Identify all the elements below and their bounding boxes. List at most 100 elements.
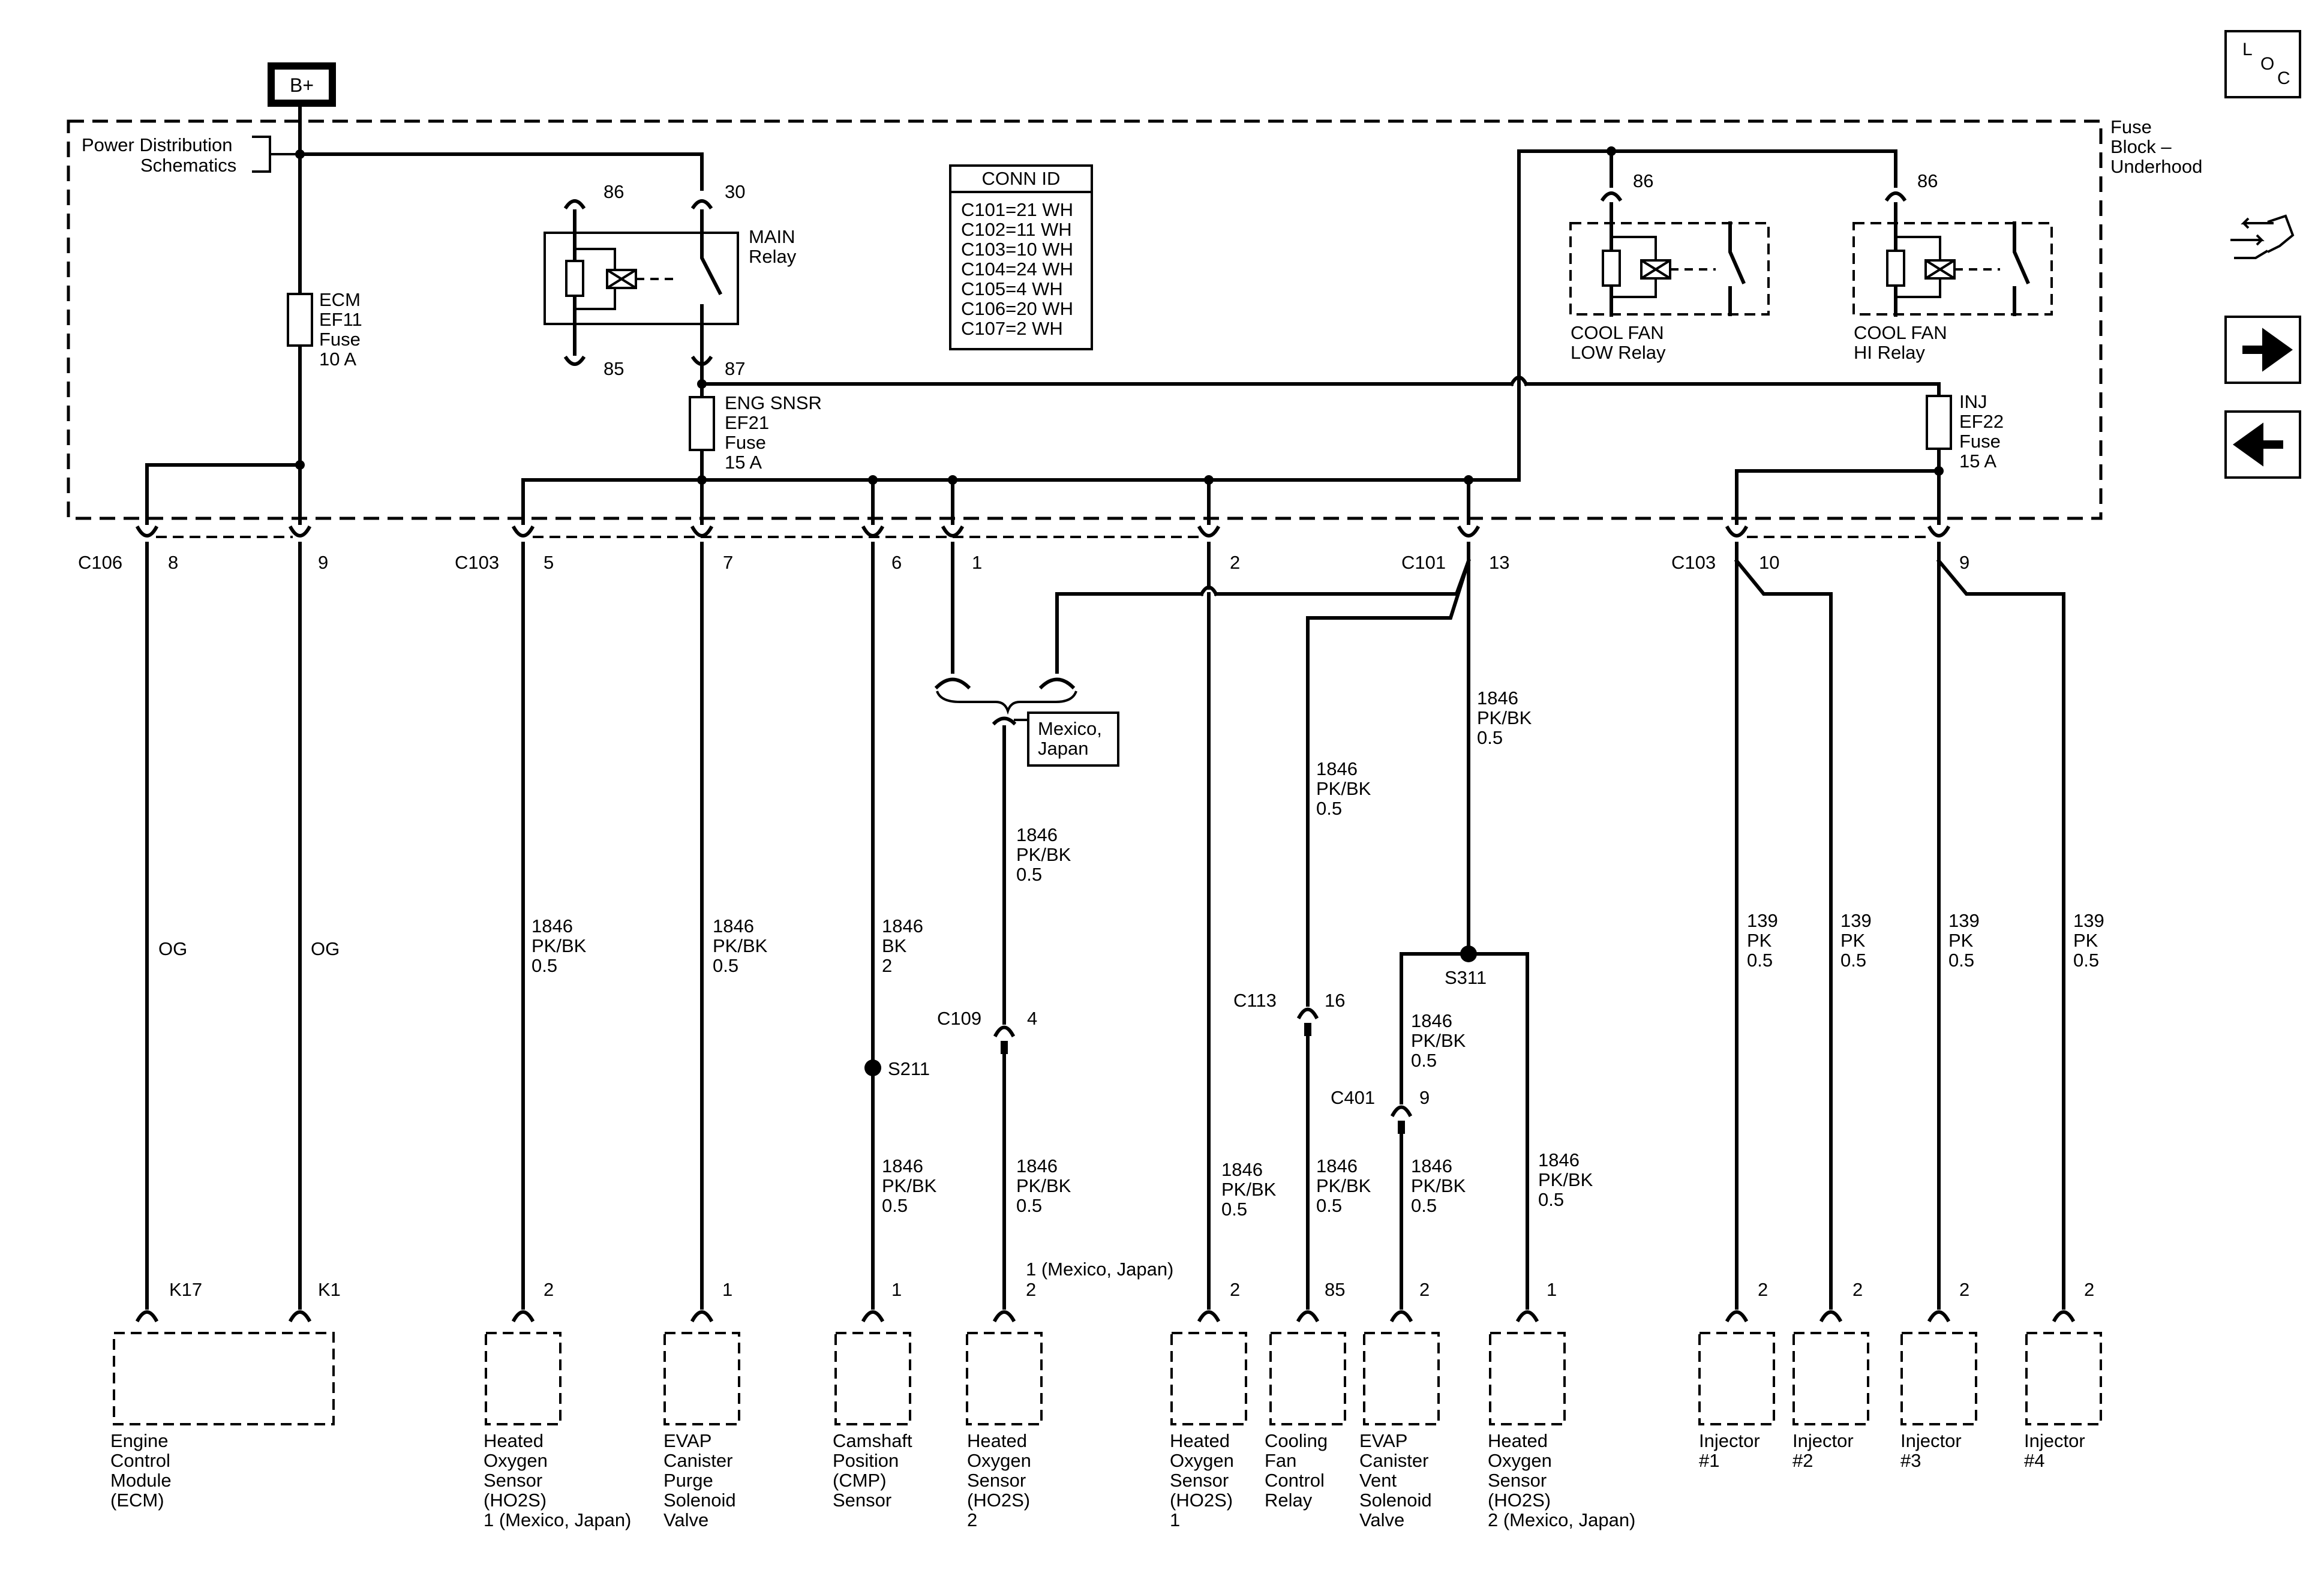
svg-text:Injector: Injector	[1699, 1430, 1760, 1451]
svg-text:#3: #3	[1900, 1450, 1921, 1471]
svg-text:2: 2	[1419, 1279, 1430, 1300]
cool-fan-low-relay: 86 COOL FAN LOW Relay	[1569, 170, 1770, 363]
svg-text:C107=2 WH: C107=2 WH	[961, 318, 1063, 339]
svg-text:C113: C113	[1233, 990, 1277, 1011]
svg-text:1846: 1846	[882, 915, 923, 936]
svg-text:C101: C101	[1401, 552, 1446, 573]
svg-text:Vent: Vent	[1359, 1470, 1397, 1491]
svg-text:MAIN: MAIN	[749, 226, 795, 247]
svg-text:1846: 1846	[1477, 688, 1518, 709]
svg-text:Fan: Fan	[1265, 1450, 1296, 1471]
svg-text:1: 1	[891, 1279, 902, 1300]
component-cooling-fan-control-relay: 85 Cooling Fan Control Relay	[1265, 1279, 1346, 1511]
svg-text:C105=4 WH: C105=4 WH	[961, 278, 1063, 299]
connector-terminals	[135, 525, 1951, 538]
power-distribution-reference: Power Distribution Schematics	[82, 134, 300, 176]
svg-text:85: 85	[1325, 1279, 1345, 1300]
svg-text:Fuse: Fuse	[725, 432, 766, 453]
svg-text:2: 2	[2084, 1279, 2094, 1300]
svg-text:PK/BK: PK/BK	[1316, 1175, 1371, 1196]
svg-text:Position: Position	[833, 1450, 899, 1471]
component-ho2s2: 2 1 (Mexico, Japan) Heated Oxygen Sensor…	[966, 1259, 1173, 1530]
ecm-fuse: ECM EF11 Fuse 10 A	[287, 289, 362, 370]
svg-text:0.5: 0.5	[1411, 1195, 1437, 1216]
svg-text:#1: #1	[1699, 1450, 1719, 1471]
svg-text:2: 2	[882, 955, 892, 976]
svg-text:1846: 1846	[1016, 1155, 1058, 1176]
svg-text:0.5: 0.5	[713, 955, 738, 976]
svg-text:PK/BK: PK/BK	[1411, 1030, 1466, 1051]
svg-text:S311: S311	[1445, 967, 1487, 988]
battery-positive-source: B+	[268, 62, 336, 107]
svg-text:0.5: 0.5	[1221, 1199, 1247, 1220]
svg-text:EVAP: EVAP	[663, 1430, 711, 1451]
svg-text:Solenoid: Solenoid	[663, 1490, 736, 1511]
svg-text:OG: OG	[158, 938, 187, 959]
prev-arrow-icon[interactable]	[2224, 410, 2301, 479]
component-evap-purge-valve: 1 EVAP Canister Purge Solenoid Valve	[663, 1279, 740, 1530]
svg-text:Japan: Japan	[1038, 738, 1088, 759]
eng-snsr-fuse: ENG SNSR EF21 Fuse 15 A	[689, 392, 822, 473]
svg-text:PK/BK: PK/BK	[882, 1175, 937, 1196]
svg-text:Sensor: Sensor	[967, 1470, 1026, 1491]
svg-text:Oxygen: Oxygen	[484, 1450, 548, 1471]
svg-text:PK/BK: PK/BK	[713, 935, 768, 956]
svg-text:15 A: 15 A	[725, 452, 762, 473]
svg-text:Injector: Injector	[1792, 1430, 1854, 1451]
svg-text:PK: PK	[2073, 930, 2098, 951]
component-tools-icon[interactable]	[2230, 214, 2295, 259]
svg-text:1: 1	[1170, 1509, 1180, 1530]
svg-text:PK/BK: PK/BK	[1016, 844, 1071, 865]
svg-text:PK/BK: PK/BK	[1477, 707, 1532, 728]
component-cmp-sensor: 1 Camshaft Position (CMP) Sensor	[833, 1279, 912, 1511]
svg-text:Cooling: Cooling	[1265, 1430, 1328, 1451]
svg-text:Valve: Valve	[663, 1509, 708, 1530]
fuse-block-boundary	[67, 119, 2103, 520]
svg-text:86: 86	[1633, 170, 1653, 191]
svg-text:1: 1	[972, 552, 982, 573]
svg-text:139: 139	[1747, 910, 1778, 931]
svg-text:Purge: Purge	[663, 1470, 713, 1491]
svg-text:5: 5	[544, 552, 554, 573]
svg-text:9: 9	[1959, 552, 1969, 573]
svg-text:PK/BK: PK/BK	[1316, 778, 1371, 799]
svg-text:7: 7	[723, 552, 733, 573]
svg-text:Control: Control	[110, 1450, 170, 1471]
svg-text:2: 2	[1026, 1279, 1036, 1300]
svg-text:C106=20 WH: C106=20 WH	[961, 298, 1073, 319]
svg-text:139: 139	[2073, 910, 2104, 931]
svg-text:PK: PK	[1840, 930, 1866, 951]
svg-text:Heated: Heated	[1170, 1430, 1230, 1451]
svg-text:S211: S211	[888, 1058, 930, 1079]
svg-text:(ECM): (ECM)	[110, 1490, 164, 1511]
svg-text:0.5: 0.5	[1316, 1195, 1342, 1216]
loc-icon[interactable]: L O C	[2224, 30, 2301, 98]
svg-text:4: 4	[1027, 1008, 1037, 1029]
svg-text:(HO2S): (HO2S)	[484, 1490, 547, 1511]
svg-text:C104=24 WH: C104=24 WH	[961, 259, 1073, 280]
svg-text:0.5: 0.5	[1538, 1189, 1564, 1210]
svg-text:Engine: Engine	[110, 1430, 169, 1451]
inj-fuse: INJ EF22 Fuse 15 A	[1926, 391, 2004, 472]
svg-text:1846: 1846	[1316, 758, 1358, 779]
next-arrow-icon[interactable]	[2224, 316, 2301, 384]
svg-text:1846: 1846	[1316, 1155, 1358, 1176]
connector-labels: C106 8 9 C103 5 7 6 1 2 C101 13 C103 10 …	[78, 552, 1969, 573]
svg-text:1 (Mexico, Japan): 1 (Mexico, Japan)	[484, 1509, 631, 1530]
svg-text:PK/BK: PK/BK	[532, 935, 587, 956]
svg-text:0.5: 0.5	[2073, 950, 2099, 971]
svg-text:C103: C103	[1671, 552, 1716, 573]
conn-id-table: CONN ID C101=21 WH C102=11 WH C103=10 WH…	[949, 164, 1093, 350]
svg-text:PK: PK	[1747, 930, 1772, 951]
component-injector-2: 2 Injector #2	[1792, 1279, 1869, 1471]
svg-text:0.5: 0.5	[1747, 950, 1773, 971]
svg-text:Heated: Heated	[1488, 1430, 1548, 1451]
svg-text:C102=11 WH: C102=11 WH	[961, 219, 1072, 240]
svg-text:1846: 1846	[1016, 824, 1058, 845]
component-terminals	[135, 1310, 2076, 1323]
svg-text:0.5: 0.5	[1016, 1195, 1042, 1216]
svg-text:Sensor: Sensor	[1170, 1470, 1229, 1491]
svg-text:(CMP): (CMP)	[833, 1470, 887, 1491]
svg-text:0.5: 0.5	[1411, 1050, 1437, 1071]
svg-text:Sensor: Sensor	[484, 1470, 542, 1491]
